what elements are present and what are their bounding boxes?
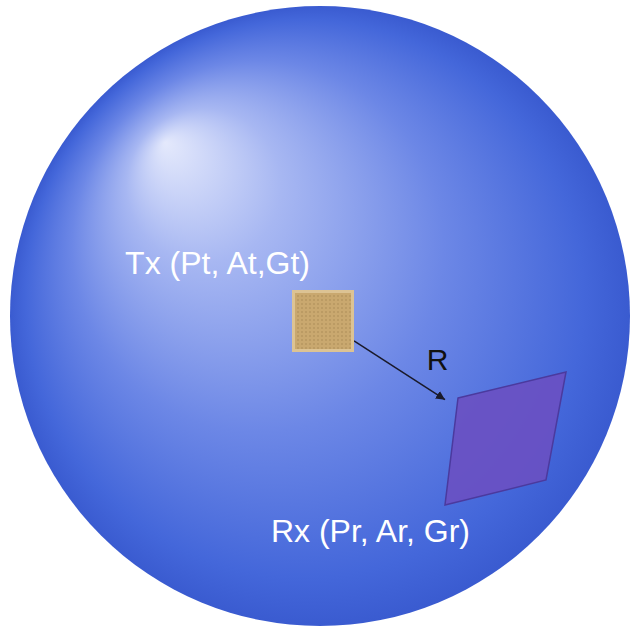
distance-label: R	[427, 343, 449, 377]
antenna-label: Rx (Pr, Ar, Gr)	[271, 512, 470, 550]
sphere	[10, 6, 630, 626]
aperture-patch	[445, 372, 566, 505]
antenna-square	[292, 290, 354, 352]
receiver-aperture: Rx (Pr, Ar, Gr)	[445, 372, 567, 506]
antenna-square	[294, 292, 353, 351]
antenna-label: Tx (Pt, At,Gt)	[125, 244, 310, 282]
aperture-patch	[445, 372, 567, 506]
transmitter-antenna: Tx (Pt, At,Gt)	[292, 290, 354, 352]
